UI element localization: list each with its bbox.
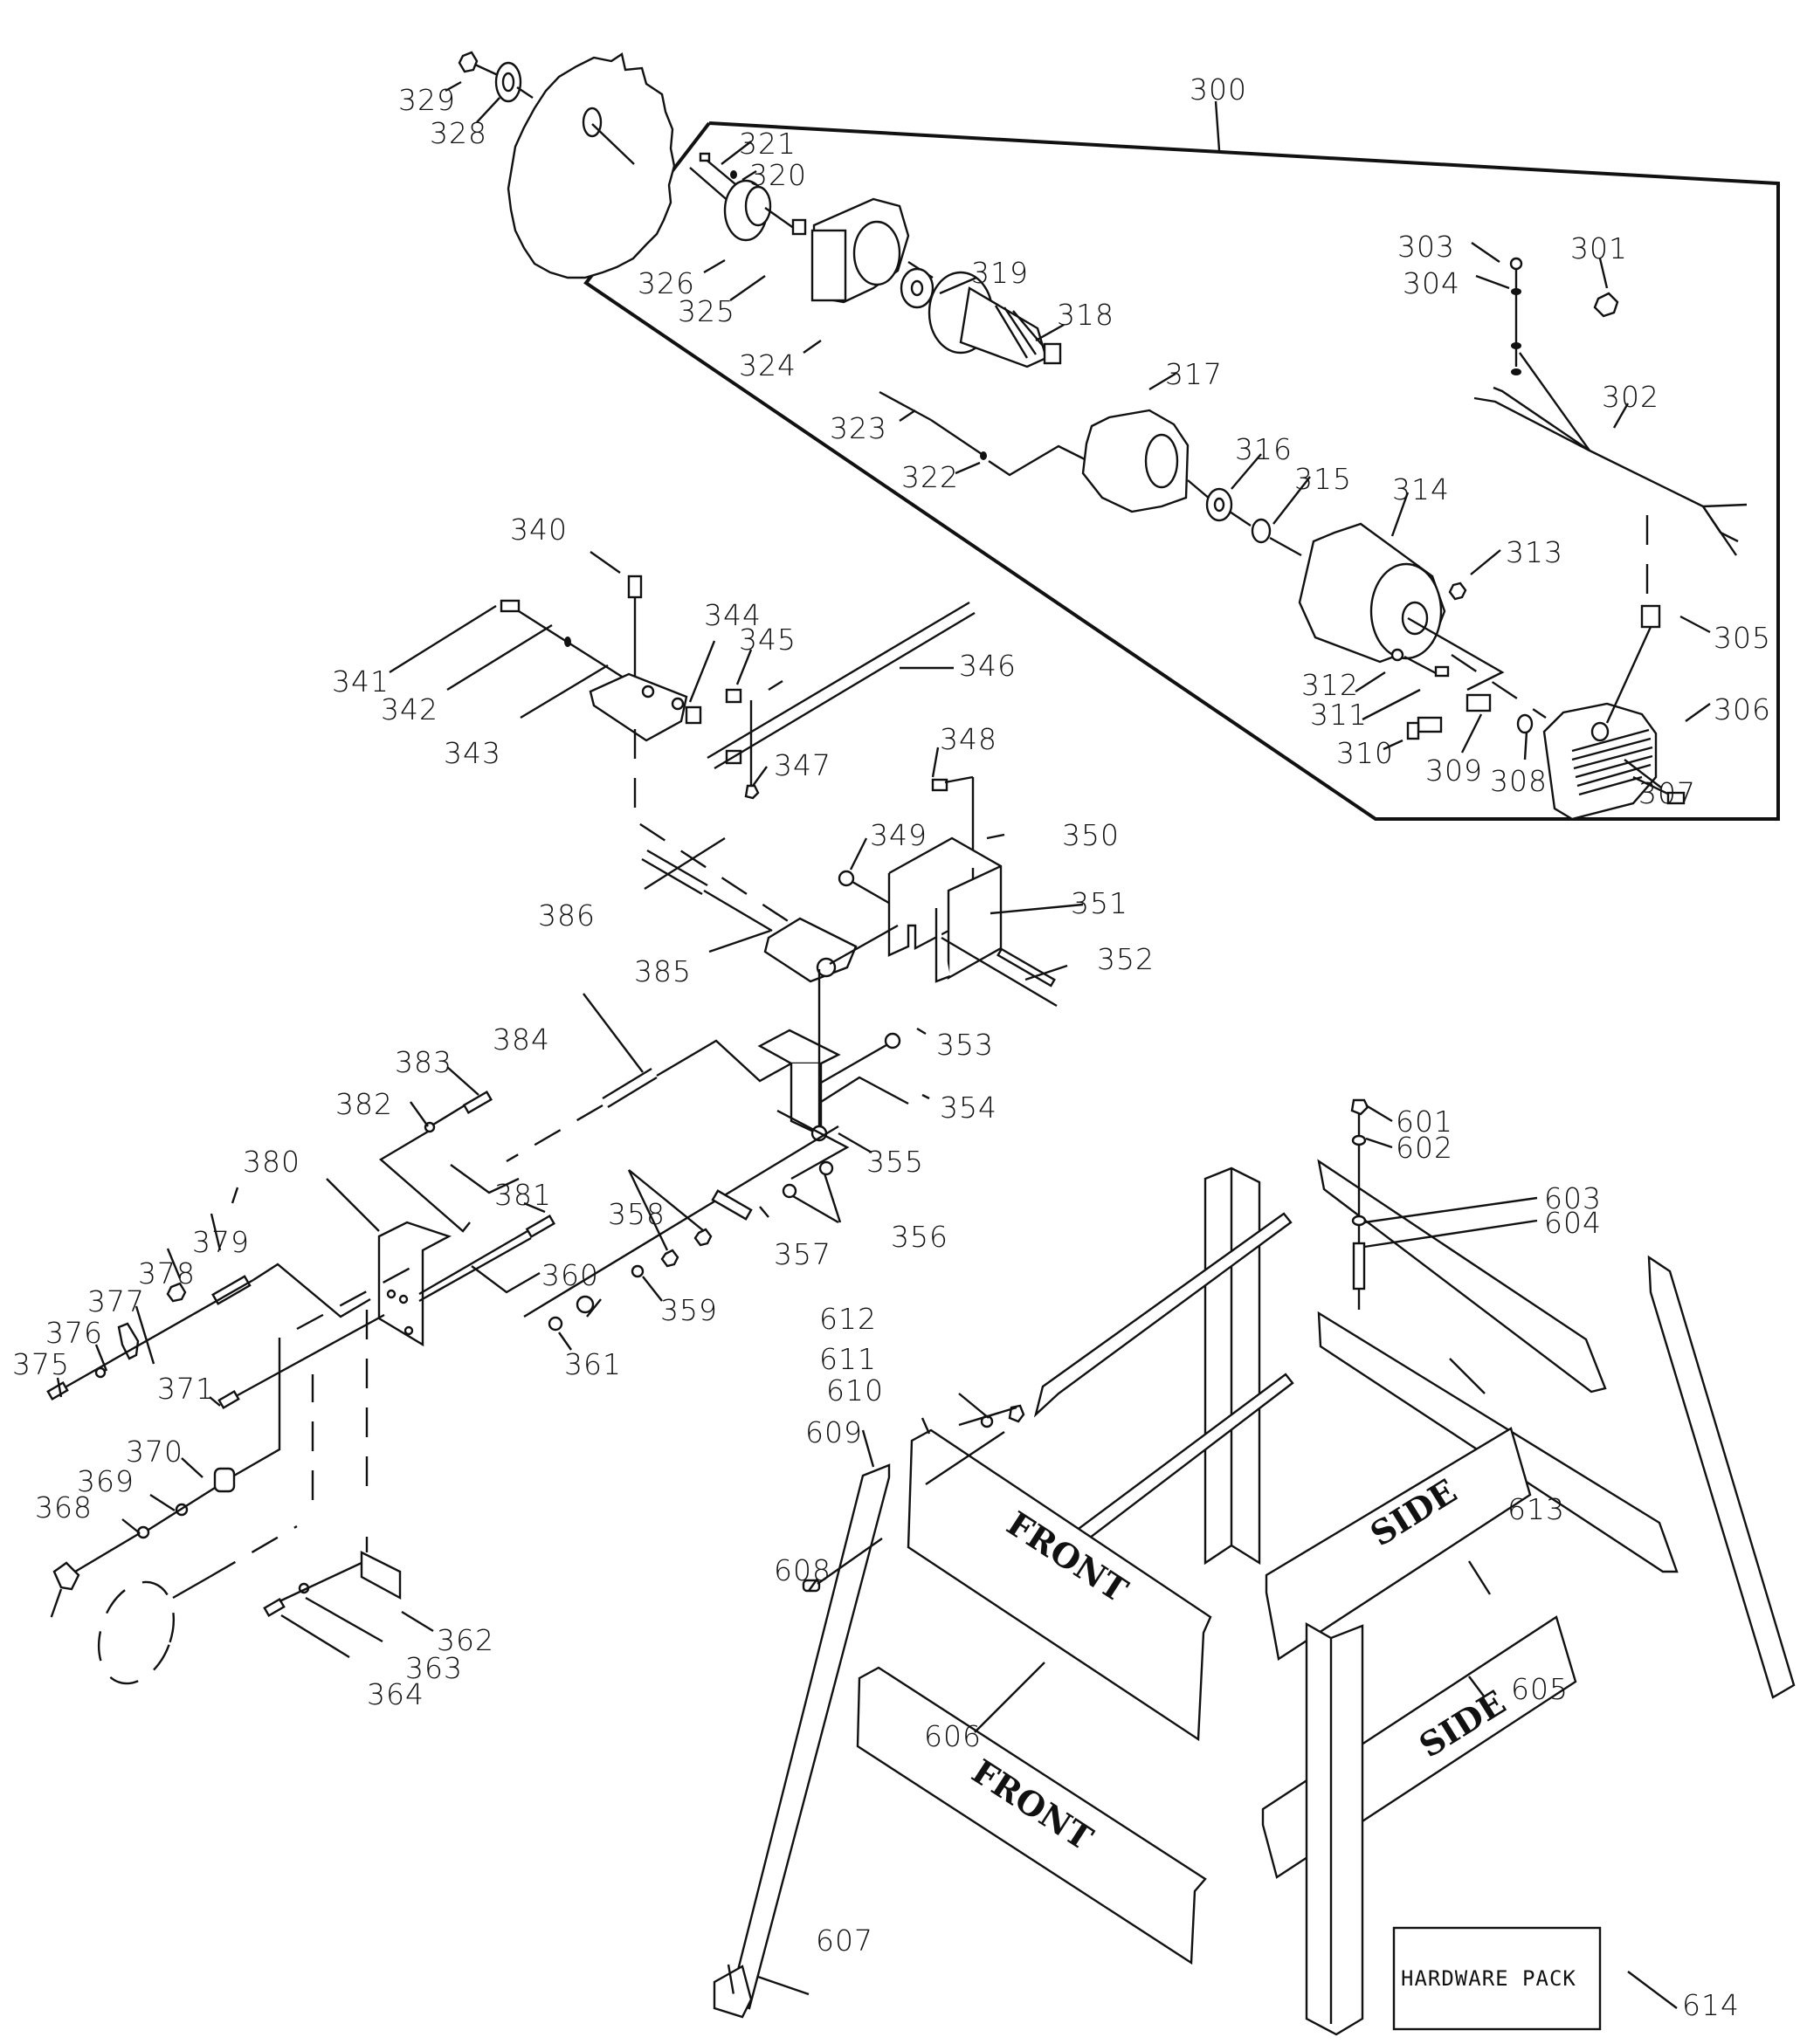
label-369: 369: [77, 1464, 134, 1498]
label-312: 312: [1301, 668, 1359, 702]
label-364: 364: [367, 1677, 424, 1711]
label-304: 304: [1403, 266, 1460, 300]
label-356: 356: [891, 1220, 948, 1254]
label-353: 353: [936, 1028, 994, 1062]
label-386: 386: [538, 898, 596, 933]
label-344: 344: [704, 598, 762, 632]
label-322: 322: [901, 460, 959, 494]
label-385: 385: [634, 954, 692, 988]
label-603: 603: [1544, 1181, 1602, 1215]
label-308: 308: [1490, 764, 1548, 798]
label-613: 613: [1507, 1492, 1565, 1526]
label-606: 606: [924, 1719, 982, 1753]
label-601: 601: [1396, 1105, 1453, 1139]
label-303: 303: [1397, 230, 1455, 264]
label-350: 350: [1062, 818, 1120, 852]
label-342: 342: [381, 692, 438, 726]
label-310: 310: [1336, 736, 1394, 770]
label-357: 357: [774, 1237, 831, 1271]
label-309: 309: [1425, 754, 1483, 788]
label-301: 301: [1570, 231, 1628, 265]
label-319: 319: [971, 256, 1029, 290]
label-300: 300: [1190, 72, 1247, 107]
label-375: 375: [12, 1347, 70, 1381]
label-377: 377: [87, 1284, 145, 1318]
label-604: 604: [1544, 1206, 1602, 1240]
label-383: 383: [395, 1045, 452, 1079]
label-614: 614: [1682, 1988, 1740, 2022]
blade-flange-washer: [494, 61, 522, 103]
tilt-mechanism: [46, 575, 1058, 1685]
label-378: 378: [138, 1256, 196, 1290]
label-371: 371: [157, 1372, 215, 1406]
label-354: 354: [940, 1091, 997, 1125]
label-361: 361: [564, 1347, 622, 1381]
label-384: 384: [493, 1022, 550, 1056]
label-316: 316: [1235, 432, 1293, 466]
arbor-nut: [458, 51, 534, 99]
label-318: 318: [1057, 298, 1114, 332]
label-311: 311: [1310, 698, 1368, 732]
label-348: 348: [940, 722, 997, 756]
label-607: 607: [816, 1924, 873, 1958]
label-363: 363: [405, 1651, 463, 1685]
label-602: 602: [1396, 1131, 1453, 1165]
label-360: 360: [541, 1258, 599, 1292]
label-314: 314: [1392, 472, 1450, 506]
label-317: 317: [1165, 357, 1223, 391]
label-346: 346: [959, 649, 1017, 683]
label-381: 381: [494, 1178, 552, 1212]
label-326: 326: [638, 266, 695, 300]
label-320: 320: [749, 158, 807, 192]
label-321: 321: [739, 127, 797, 161]
label-313: 313: [1506, 535, 1563, 569]
label-324: 324: [739, 348, 797, 382]
label-382: 382: [335, 1087, 393, 1121]
label-345: 345: [739, 623, 797, 657]
label-340: 340: [510, 513, 568, 547]
label-343: 343: [444, 736, 501, 770]
label-379: 379: [192, 1225, 250, 1259]
label-341: 341: [332, 664, 390, 699]
label-605: 605: [1511, 1672, 1569, 1706]
label-352: 352: [1097, 942, 1155, 976]
saw-blade: [507, 52, 676, 279]
label-610: 610: [826, 1373, 884, 1407]
label-349: 349: [870, 818, 928, 852]
label-325: 325: [678, 294, 735, 328]
label-612: 612: [819, 1302, 877, 1336]
label-376: 376: [45, 1316, 103, 1350]
label-315: 315: [1294, 462, 1352, 496]
label-608: 608: [774, 1553, 831, 1587]
label-355: 355: [866, 1145, 924, 1179]
hardware-pack-box: [1392, 1926, 1602, 2031]
label-306: 306: [1714, 692, 1771, 726]
label-370: 370: [126, 1435, 183, 1469]
label-611: 611: [819, 1342, 877, 1376]
motor-internals: [689, 152, 1748, 821]
label-359: 359: [660, 1293, 718, 1327]
label-307: 307: [1638, 776, 1696, 810]
label-329: 329: [398, 83, 456, 117]
label-609: 609: [805, 1415, 863, 1449]
hardware-pack-label: HARDWARE PACK: [1401, 1966, 1576, 1991]
label-358: 358: [608, 1197, 666, 1231]
label-302: 302: [1602, 380, 1659, 414]
label-351: 351: [1071, 886, 1128, 920]
leader-lines: [56, 80, 1711, 2009]
part-labels: 300 301 302 303 304 305 306 307 308 309 …: [12, 72, 1771, 2022]
label-380: 380: [243, 1145, 300, 1179]
label-362: 362: [437, 1623, 494, 1657]
label-305: 305: [1714, 621, 1771, 655]
label-347: 347: [774, 748, 831, 782]
label-368: 368: [35, 1490, 93, 1524]
stand-assembly: FRONT FRONT SIDE SIDE HARDWARE PACK: [713, 1098, 1796, 2036]
label-328: 328: [430, 116, 487, 150]
label-323: 323: [830, 411, 887, 445]
